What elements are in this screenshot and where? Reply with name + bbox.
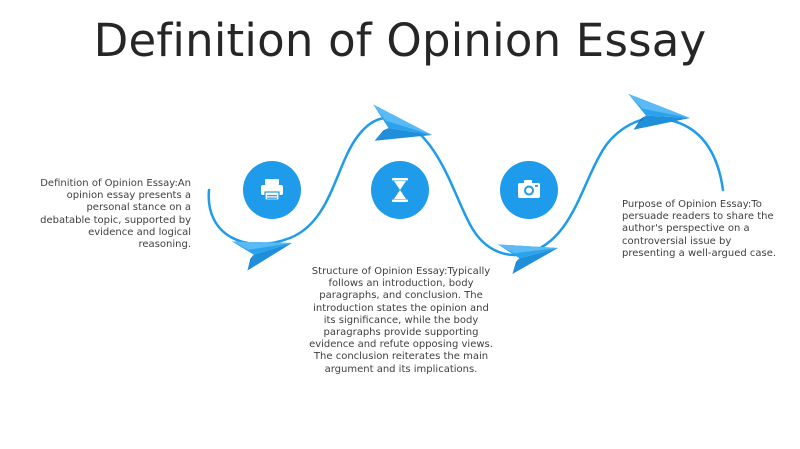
step-2-badge — [371, 161, 429, 219]
slide-title: Definition of Opinion Essay — [93, 14, 707, 67]
hourglass-icon — [392, 178, 408, 202]
step-3-description: Purpose of Opinion Essay:To persuade rea… — [622, 199, 777, 259]
paper-plane-icon — [624, 93, 692, 136]
printer-icon — [261, 179, 283, 201]
step-1-description: Definition of Opinion Essay:An opinion e… — [40, 178, 191, 251]
wave-path — [207, 116, 725, 257]
step-2-description: Structure of Opinion Essay:Typically fol… — [309, 266, 493, 375]
step-1-badge — [243, 161, 301, 219]
paper-plane-icon — [365, 104, 436, 153]
step-3-badge — [500, 161, 558, 219]
camera-icon — [518, 180, 540, 198]
paper-plane-icon — [231, 227, 296, 273]
